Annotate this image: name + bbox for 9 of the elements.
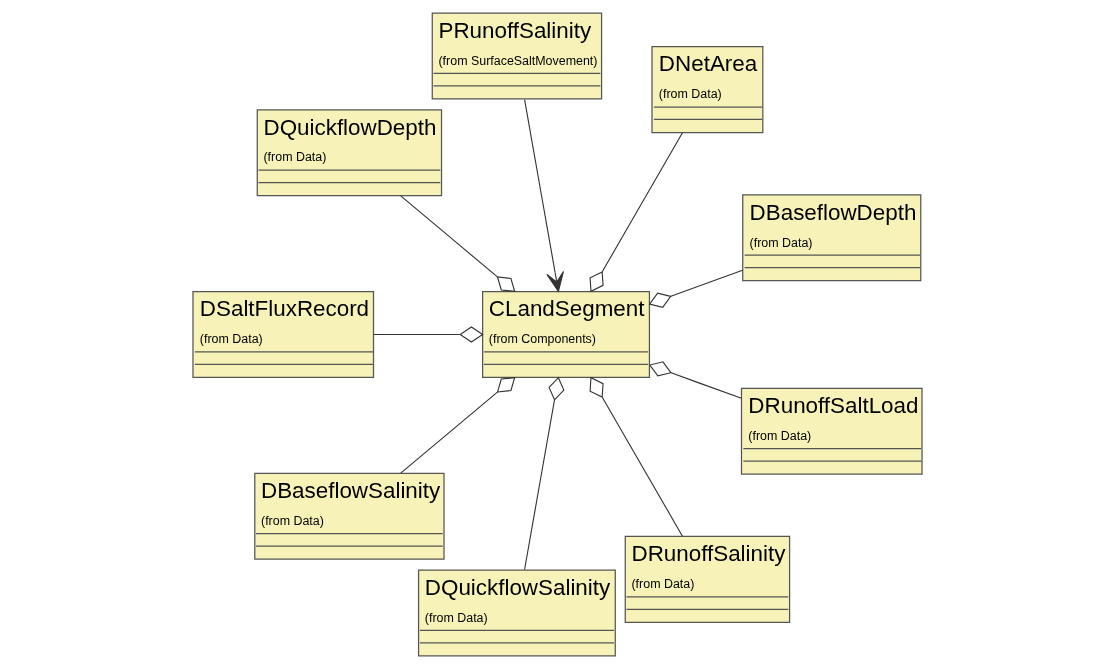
connector [400,376,516,474]
connector [589,376,683,537]
connector [648,361,742,399]
arrow [524,98,564,292]
connector [648,269,744,308]
connector [589,132,683,293]
connector [524,376,565,571]
connector [400,195,516,293]
connector [373,326,484,343]
